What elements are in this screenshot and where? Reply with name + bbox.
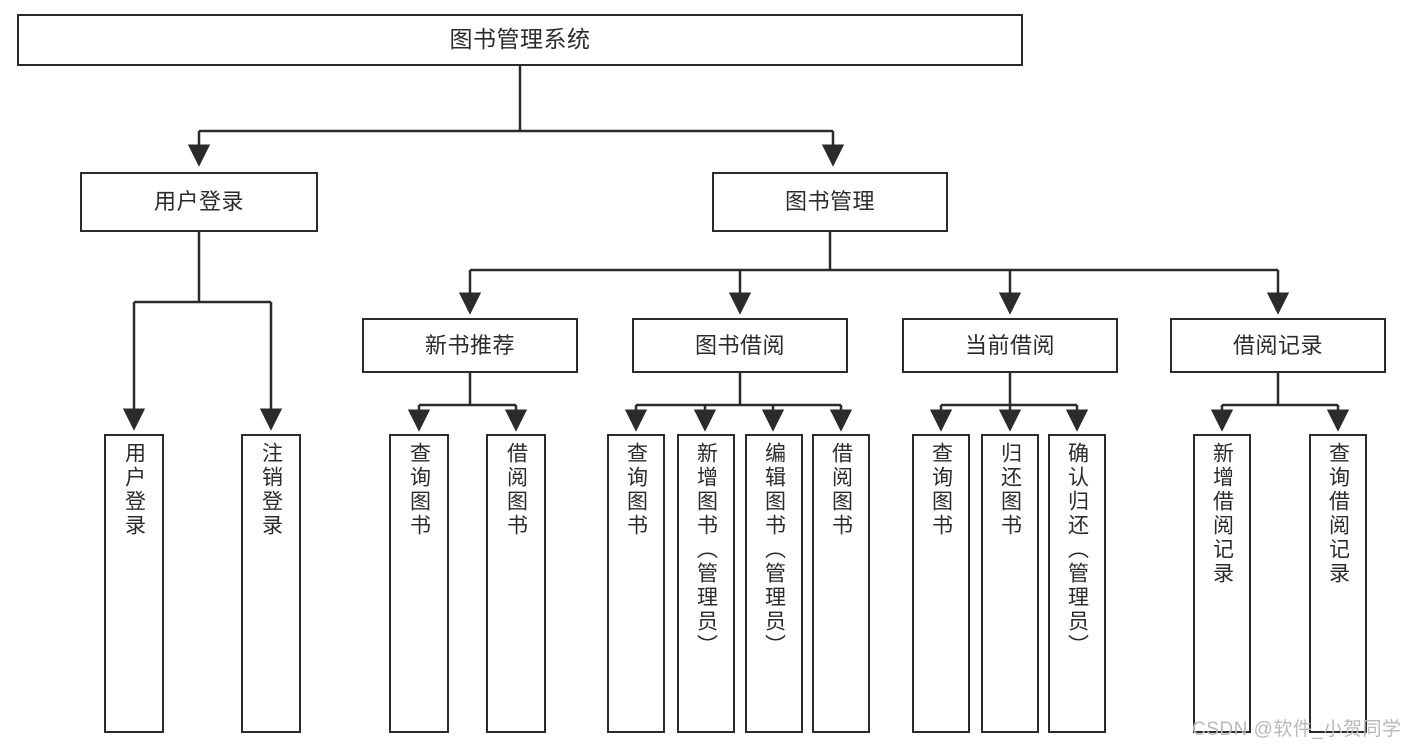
leaf-current-return-book[interactable]: 归还图书 xyxy=(981,434,1039,733)
leaf-user-login[interactable]: 用户登录 xyxy=(104,434,164,733)
leaf-borrow-query-book[interactable]: 查询图书 xyxy=(607,434,665,733)
node-label: 图书管理系统 xyxy=(449,26,591,53)
node-book-borrow[interactable]: 图书借阅 xyxy=(632,318,848,373)
leaf-user-logout[interactable]: 注销登录 xyxy=(241,434,301,733)
node-user-login[interactable]: 用户登录 xyxy=(80,172,318,232)
watermark-text: CSDN @软件_小贺同学 xyxy=(1192,719,1402,740)
node-new-book-recommend[interactable]: 新书推荐 xyxy=(362,318,578,373)
node-current-borrow[interactable]: 当前借阅 xyxy=(902,318,1118,373)
node-label: 新增图书（管理员） xyxy=(694,442,718,658)
leaf-borrow-borrow-book[interactable]: 借阅图书 xyxy=(812,434,870,733)
leaf-recommend-query-book[interactable]: 查询图书 xyxy=(389,434,449,733)
leaf-borrow-add-book-admin[interactable]: 新增图书（管理员） xyxy=(677,434,735,733)
leaf-current-confirm-return-admin[interactable]: 确认归还（管理员） xyxy=(1048,434,1106,733)
leaf-recommend-borrow-book[interactable]: 借阅图书 xyxy=(486,434,546,733)
node-label: 借阅图书 xyxy=(504,442,528,538)
node-label: 用户登录 xyxy=(122,442,146,538)
leaf-record-query-record[interactable]: 查询借阅记录 xyxy=(1309,434,1367,733)
node-label: 借阅记录 xyxy=(1232,332,1323,358)
leaf-record-add-record[interactable]: 新增借阅记录 xyxy=(1193,434,1251,733)
node-label: 当前借阅 xyxy=(964,332,1055,358)
node-label: 注销登录 xyxy=(259,442,283,538)
node-label: 查询借阅记录 xyxy=(1326,442,1350,586)
node-label: 查询图书 xyxy=(407,442,431,538)
node-label: 新增借阅记录 xyxy=(1210,442,1234,586)
node-label: 借阅图书 xyxy=(829,442,853,538)
node-label: 确认归还（管理员） xyxy=(1065,442,1089,658)
node-label: 查询图书 xyxy=(624,442,648,538)
node-label: 查询图书 xyxy=(929,442,953,538)
node-label: 图书管理 xyxy=(784,189,875,215)
node-label: 新书推荐 xyxy=(424,332,515,358)
leaf-current-query-book[interactable]: 查询图书 xyxy=(912,434,970,733)
node-borrow-record[interactable]: 借阅记录 xyxy=(1170,318,1386,373)
node-label: 编辑图书（管理员） xyxy=(762,442,786,658)
node-label: 用户登录 xyxy=(153,189,244,215)
node-label: 图书借阅 xyxy=(694,332,785,358)
node-book-management[interactable]: 图书管理 xyxy=(712,172,948,232)
leaf-borrow-edit-book-admin[interactable]: 编辑图书（管理员） xyxy=(745,434,803,733)
node-root-system[interactable]: 图书管理系统 xyxy=(17,14,1023,66)
node-label: 归还图书 xyxy=(998,442,1022,538)
